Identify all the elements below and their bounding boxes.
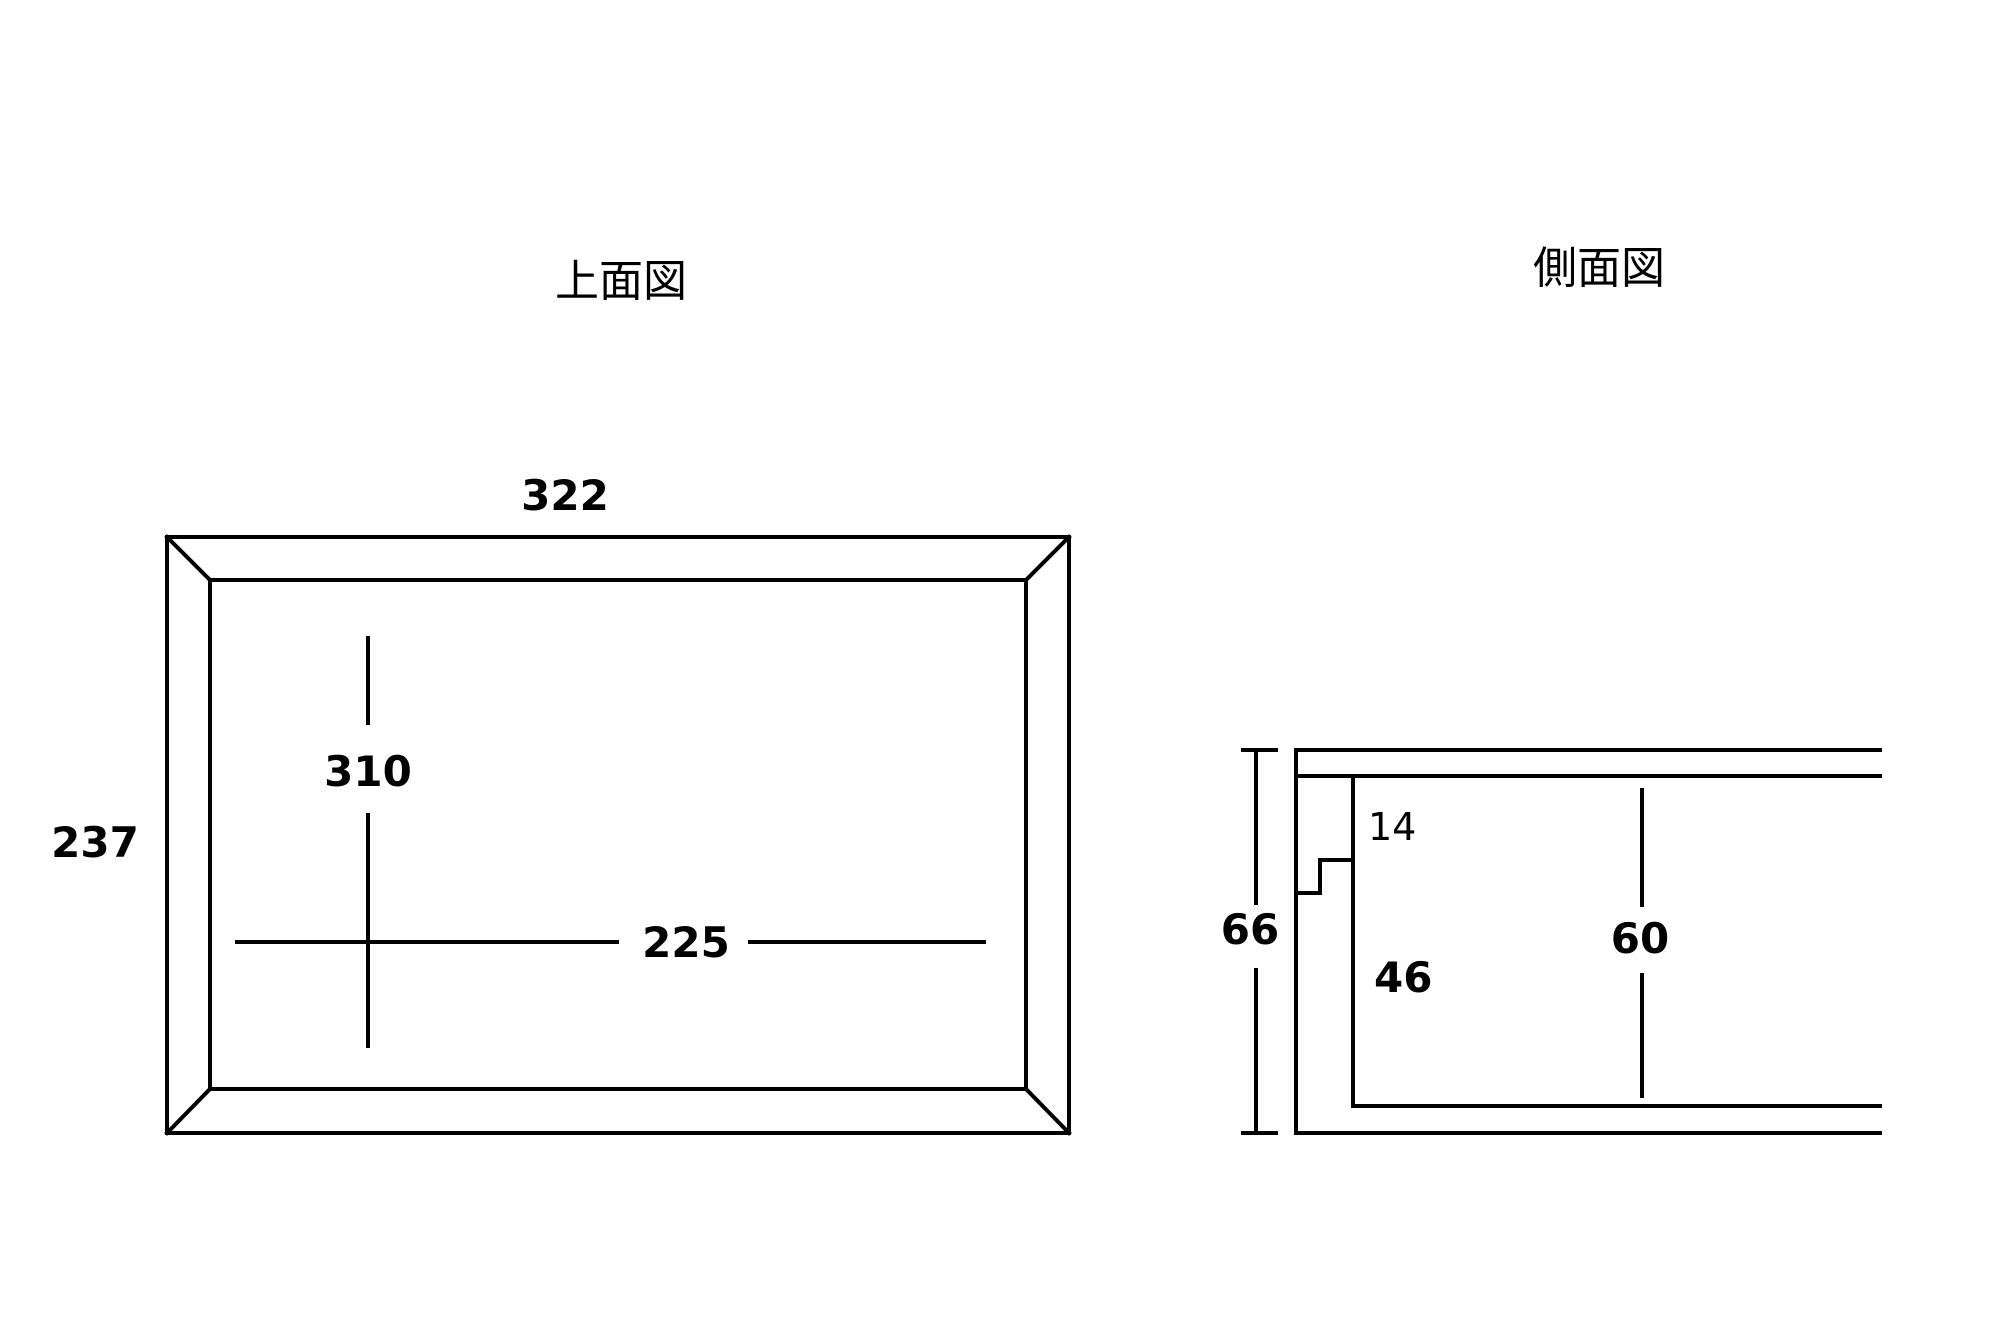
total-height-label: 66: [1221, 905, 1279, 954]
inner-height-label: 60: [1611, 914, 1669, 963]
top-view: 上面図 322 237 310 225: [51, 256, 1072, 1136]
side-view-title: 側面図: [1533, 243, 1665, 294]
miter-top-right: [1023, 534, 1072, 583]
top-view-depth-label: 237: [51, 818, 139, 867]
top-view-title: 上面図: [555, 256, 687, 307]
top-view-inner-frame: [208, 578, 1028, 1091]
inner-width-label: 225: [642, 918, 730, 967]
top-view-outer-frame: [165, 535, 1071, 1135]
miter-top-left: [164, 534, 213, 583]
top-view-width-label: 322: [521, 471, 609, 520]
inner-depth-label: 310: [324, 747, 412, 796]
side-view: 側面図 66 14 46 60: [1221, 243, 1882, 1135]
lower-height-label: 46: [1374, 953, 1432, 1002]
miter-bottom-right: [1023, 1086, 1072, 1136]
step-height-label: 14: [1368, 805, 1416, 849]
miter-bottom-left: [164, 1086, 213, 1136]
side-step-notch: [1294, 858, 1355, 895]
